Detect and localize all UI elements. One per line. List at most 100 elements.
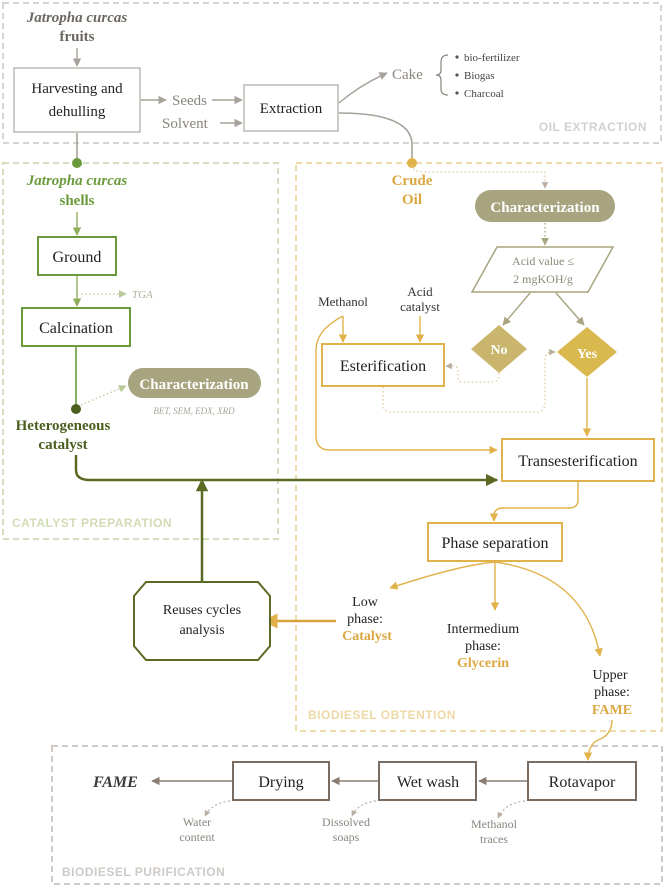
ground-label: Ground [53, 249, 102, 266]
jatropha-shells-title: Jatropha curcas [26, 173, 128, 189]
esterification-box [321, 343, 445, 387]
tga-label: TGA [132, 289, 153, 301]
extraction-label: Extraction [260, 101, 323, 117]
drying-to-water-content-arrow [204, 800, 231, 817]
ground-box [37, 236, 117, 276]
acid-catalyst-label-2: catalyst [400, 299, 440, 314]
cake-use-biogas: Biogas [464, 70, 495, 82]
characterization-label-oil: Characterization [490, 200, 600, 216]
biodiesel-purification-section [51, 745, 663, 885]
solvent-label: Solvent [162, 116, 209, 132]
upper-phase-label-2: phase: [594, 685, 630, 700]
extraction-box [243, 84, 339, 132]
dissolved-soaps-label-2: soaps [333, 830, 360, 844]
cake-use-charcoal: Charcoal [464, 88, 504, 100]
low-phase-catalyst: Catalyst [342, 629, 392, 644]
intermedium-phase-glycerin: Glycerin [457, 656, 509, 671]
no-label: No [490, 343, 507, 358]
methanol-traces-label-2: traces [480, 832, 508, 846]
upper-phase-label-1: Upper [593, 668, 628, 683]
calcination-box [21, 307, 131, 347]
rotavapor-to-methanol-traces-arrow [497, 800, 526, 819]
rotavapor-label: Rotavapor [549, 774, 616, 791]
biodiesel-obtention-label: BIODIESEL OBTENTION [308, 708, 456, 722]
methanol-label: Methanol [318, 294, 368, 309]
reuses-label-2: analysis [179, 623, 224, 638]
acid-value-label-1: Acid value ≤ [512, 254, 574, 268]
reuses-label-1: Reuses cycles [163, 603, 241, 618]
intermedium-phase-label-1: Intermedium [447, 622, 519, 637]
catalyst-to-characterization-arrow [80, 385, 127, 406]
wet-wash-to-dissolved-soaps-arrow [351, 800, 377, 817]
acid-catalyst-label-1: Acid [407, 284, 433, 299]
drying-box [232, 761, 330, 801]
calcination-label: Calcination [39, 320, 113, 337]
phase-separation-to-low-phase-arrow [389, 561, 496, 590]
crude-oil-to-characterization-arrow [411, 164, 549, 189]
transesterification-box [501, 438, 655, 482]
oil-extraction-section [2, 2, 662, 144]
harvesting-box [13, 67, 141, 133]
jatropha-fruits-subtitle: fruits [60, 29, 95, 45]
methanol-traces-label-1: Methanol [471, 817, 518, 831]
yes-label: Yes [577, 347, 598, 362]
heterogeneous-catalyst-subtitle: catalyst [38, 437, 87, 453]
oil-extraction-label: OIL EXTRACTION [539, 120, 647, 134]
acid-value-to-no-arrow [502, 292, 531, 326]
bullet-icon [455, 55, 459, 59]
biodiesel-purification-label: BIODIESEL PURIFICATION [62, 865, 225, 879]
crude-oil-title: Crude [392, 173, 433, 189]
connector-dot [71, 404, 81, 414]
phase-separation-to-upper-phase-arrow [494, 561, 603, 657]
crude-oil-subtitle: Oil [402, 192, 422, 208]
dissolved-soaps-label-1: Dissolved [322, 815, 370, 829]
low-phase-label-2: phase: [347, 612, 383, 627]
no-to-esterification-arrow [445, 362, 500, 383]
catalyst-preparation-label: CATALYST PREPARATION [12, 516, 172, 530]
cake-uses-brace [435, 54, 449, 96]
intermedium-phase-label-2: phase: [465, 639, 501, 654]
connector-dot [72, 158, 82, 168]
harvesting-label-2: dehulling [49, 104, 106, 120]
low-phase-label-1: Low [352, 595, 379, 610]
yes-decision [557, 327, 617, 377]
wet-wash-label: Wet wash [397, 774, 459, 791]
cake-use-bio-fertilizer: bio-fertilizer [464, 52, 520, 64]
biodiesel-obtention-section [295, 162, 663, 732]
transesterification-label: Transesterification [518, 453, 637, 470]
bullet-icon [455, 73, 459, 77]
characterization-pill-catalyst [128, 368, 261, 398]
connector-dot [407, 158, 417, 168]
no-decision [471, 325, 527, 373]
acid-value-to-yes-arrow [555, 292, 585, 326]
bullet-icon [455, 91, 459, 95]
upper-phase-fame: FAME [592, 703, 632, 718]
fame-final-label: FAME [92, 774, 138, 791]
drying-label: Drying [258, 774, 303, 791]
characterization-pill-oil [475, 190, 615, 222]
acid-value-decision [470, 246, 615, 293]
acid-value-label-2: 2 mgKOH/g [513, 272, 573, 286]
extraction-to-cake-arrow [338, 72, 388, 104]
heterogeneous-catalyst-title: Heterogeneous [16, 418, 111, 434]
jatropha-fruits-title: Jatropha curcas [26, 10, 128, 26]
phase-separation-box [427, 522, 563, 562]
seeds-label: Seeds [172, 93, 207, 109]
upper-phase-to-rotavapor-arrow [583, 719, 613, 761]
characterization-methods: BET, SEM, EDX, XRD [153, 406, 235, 416]
jatropha-shells-subtitle: shells [59, 193, 94, 209]
cake-label: Cake [392, 67, 423, 83]
water-content-label-2: content [179, 830, 215, 844]
methanol-to-transesterification-arrow [315, 315, 498, 455]
reuses-cycles-box [133, 581, 271, 661]
characterization-label-catalyst: Characterization [139, 377, 249, 393]
catalyst-to-transesterification-arrow [74, 455, 499, 487]
catalyst-preparation-section [2, 162, 279, 540]
rotavapor-box [527, 761, 637, 801]
extraction-to-crude-oil-connector [338, 112, 413, 162]
transesterification-to-phase-separation-arrow [489, 482, 579, 522]
harvesting-label-1: Harvesting and [31, 81, 123, 97]
phase-separation-label: Phase separation [441, 535, 548, 552]
